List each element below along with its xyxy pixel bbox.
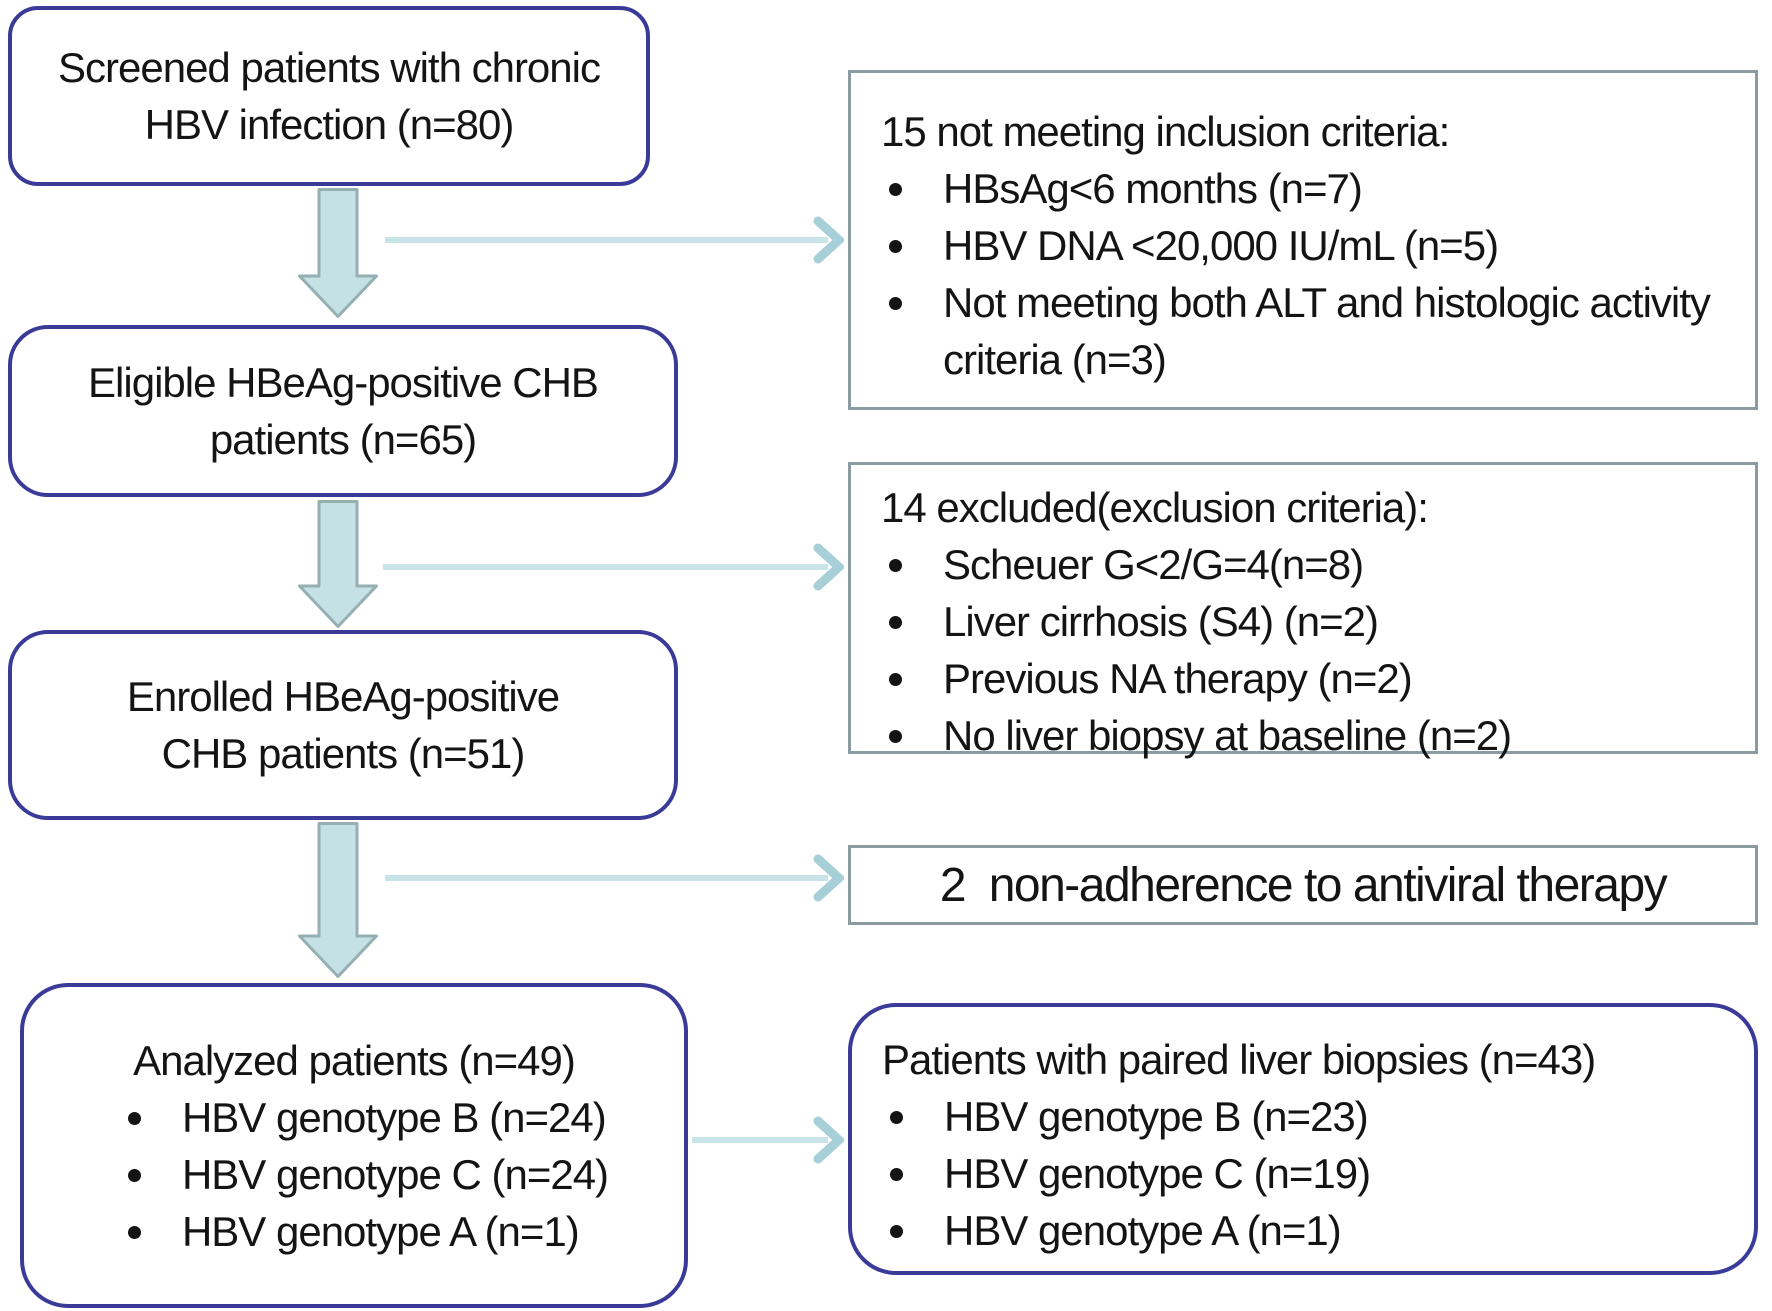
analyzed-title: Analyzed patients (n=49) <box>133 1036 576 1084</box>
bullet-item: HBV DNA <20,000 IU/mL (n=5) <box>881 217 1737 274</box>
box-non-adherence: 2 non-adherence to antiviral therapy <box>848 845 1758 925</box>
connector-arrow-to-excluded <box>383 543 844 591</box>
bullet-item: HBV genotype C (n=24) <box>120 1146 609 1203</box>
bullet-item: HBV genotype B (n=23) <box>882 1088 1736 1145</box>
box-analyzed-patients: Analyzed patients (n=49) HBV genotype B … <box>20 983 688 1308</box>
bullet-item: HBsAg<6 months (n=7) <box>881 160 1737 217</box>
bullet-item: Liver cirrhosis (S4) (n=2) <box>881 593 1737 650</box>
box-paired-biopsies: Patients with paired liver biopsies (n=4… <box>848 1003 1758 1275</box>
connector-arrow-to-non-adherence <box>385 854 844 902</box>
bullet-item: HBV genotype A (n=1) <box>882 1202 1736 1259</box>
connector-arrow-to-paired-biopsies <box>692 1116 844 1164</box>
bullet-item: Previous NA therapy (n=2) <box>881 650 1737 707</box>
connector-arrow-to-not-meeting <box>385 216 844 264</box>
bullet-item: No liver biopsy at baseline (n=2) <box>881 707 1737 764</box>
box-not-meeting-inclusion: 15 not meeting inclusion criteria: HBsAg… <box>848 70 1758 410</box>
non-adherence-text: 2 non-adherence to antiviral therapy <box>939 858 1668 912</box>
box-excluded: 14 excluded(exclusion criteria): Scheuer… <box>848 462 1758 759</box>
analyzed-genotype-list: HBV genotype B (n=24)HBV genotype C (n=2… <box>82 1089 626 1260</box>
excluded-title: 14 excluded(exclusion criteria): <box>881 484 1429 531</box>
down-arrow-screened-to-eligible <box>298 188 378 318</box>
bullet-item: HBV genotype A (n=1) <box>120 1203 608 1260</box>
bullet-item: HBV genotype C (n=19) <box>882 1145 1736 1202</box>
paired-biopsies-title: Patients with paired liver biopsies (n=4… <box>882 1036 1596 1083</box>
paired-biopsies-list: HBV genotype B (n=23)HBV genotype C (n=1… <box>852 1088 1754 1259</box>
down-arrow-enrolled-to-analyzed <box>298 822 378 978</box>
bullet-item: Not meeting both ALT and histologic acti… <box>881 274 1737 388</box>
bullet-item: HBV genotype B (n=24) <box>120 1089 608 1146</box>
not-meeting-list: HBsAg<6 months (n=7)HBV DNA <20,000 IU/m… <box>851 160 1755 388</box>
not-meeting-title: 15 not meeting inclusion criteria: <box>881 108 1450 155</box>
excluded-list: Scheuer G<2/G=4(n=8)Liver cirrhosis (S4)… <box>851 536 1755 764</box>
bullet-item: Scheuer G<2/G=4(n=8) <box>881 536 1737 593</box>
down-arrow-eligible-to-enrolled <box>298 500 378 628</box>
